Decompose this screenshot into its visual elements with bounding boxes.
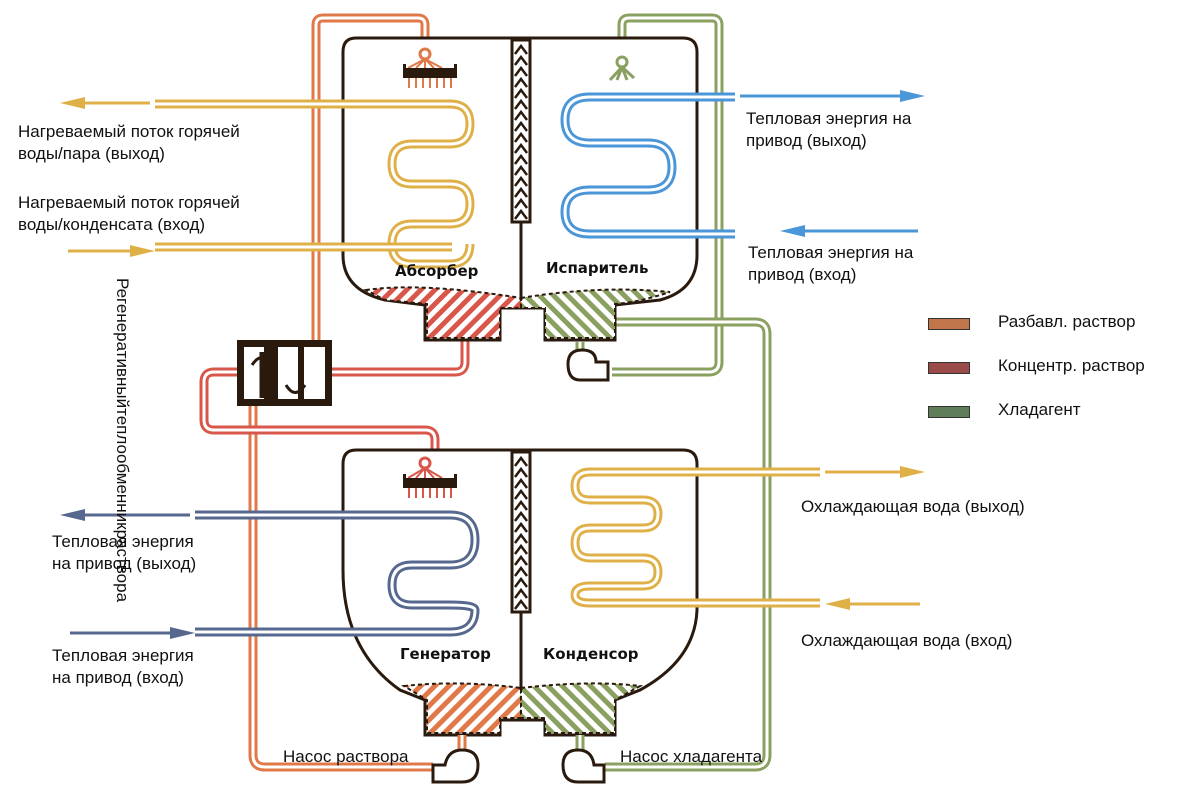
evaporator-sprayer [608,55,636,82]
refrigerant-pump [561,735,606,784]
cooling-out-arrow [825,466,925,478]
dilute-solution-top-pipe [311,13,430,345]
absorber-label: Абсорбер [395,262,479,280]
refrigerant-return-pipe [605,317,772,772]
dilute-solution-pump-pipe [248,402,433,772]
lower-shell [341,448,699,737]
upper-refrigerant-pump [566,342,610,382]
absorber-coil [155,99,475,269]
chilled-in-arrow [780,225,918,237]
cooling-in-label: Охлаждающая вода (вход) [801,631,1013,650]
chilled-out-arrow [740,90,925,102]
concentrated-solution-pipe [199,332,470,458]
evaporator-label: Испаритель [546,259,649,277]
hot-water-out-arrow [60,97,150,109]
flow-arrows [60,90,925,639]
solution-pump-label: Насос раствора [283,747,409,766]
heat-exchanger-label: Регенеративныйтеплообменникраствора [113,278,132,603]
hot-water-in-arrow [68,245,155,257]
legend-swatch [928,406,970,418]
solution-pump [431,735,480,784]
refrigerant-pump-label: Насос хладагента [620,747,763,766]
drive-out-arrow [60,509,190,521]
generator-label: Генератор [400,645,491,663]
legend-swatch [928,362,970,374]
cooling-out-label: Охлаждающая вода (выход) [801,497,1025,516]
evaporator-coil [560,92,735,239]
legend-swatch [928,318,970,330]
drive-in-arrow [70,627,195,639]
absorber-sprayer [403,47,457,88]
condenser-coil [570,467,820,608]
heat-exchanger [237,340,332,406]
generator-coil [195,510,480,637]
generator-sprayer [403,456,457,498]
condenser-label: Конденсор [543,645,639,663]
cooling-in-arrow [825,598,920,610]
refrigerant-top-pipe [612,13,724,377]
